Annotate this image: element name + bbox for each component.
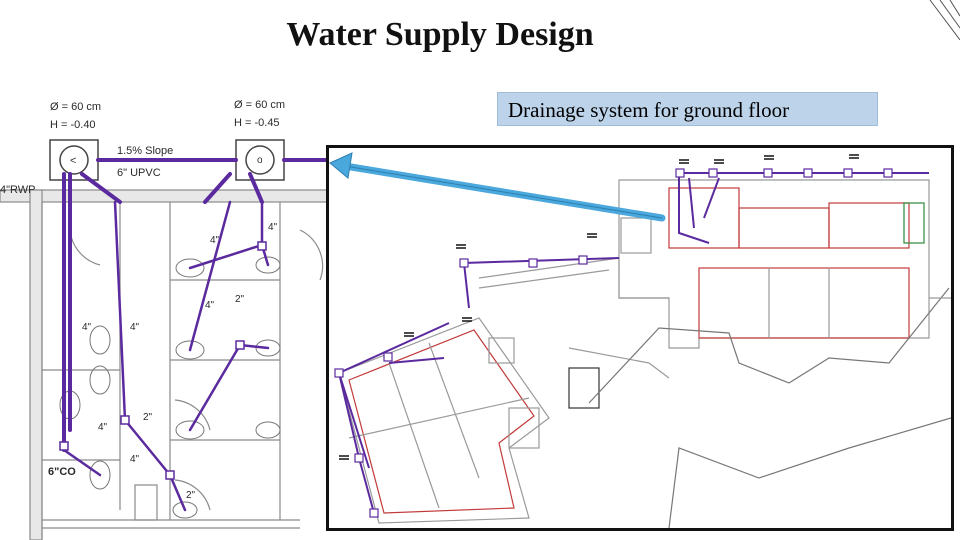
manhole-left-height: H = -0.40 bbox=[50, 119, 96, 131]
detail-walls bbox=[0, 189, 330, 540]
pipe-label: 4" bbox=[268, 222, 278, 233]
floor-manholes bbox=[334, 168, 893, 518]
cleanout-boxes bbox=[59, 241, 267, 480]
toilet-fixtures bbox=[59, 256, 281, 519]
pipe-label: 4" bbox=[210, 235, 220, 246]
manhole-left-diameter: Ø = 60 cm bbox=[50, 101, 101, 113]
pipe-label: 2" bbox=[235, 294, 245, 305]
manhole-right-diameter: Ø = 60 cm bbox=[234, 99, 285, 111]
floor-walls bbox=[338, 179, 951, 528]
branch-pipes bbox=[62, 200, 270, 512]
corner-decoration bbox=[929, 0, 960, 41]
detail-plan: < o bbox=[0, 90, 330, 540]
level-markers bbox=[339, 154, 859, 460]
pipe-label: 4" bbox=[82, 322, 92, 333]
pipe-label: 4" bbox=[98, 422, 108, 433]
callout-label: Drainage system for ground floor bbox=[497, 92, 878, 126]
ground-floor-drawing bbox=[334, 154, 951, 528]
pipe-label: 4" bbox=[205, 300, 215, 311]
svg-text:o: o bbox=[257, 155, 263, 166]
manhole-left: < bbox=[49, 139, 99, 181]
ground-floor-plan bbox=[326, 145, 954, 531]
main-pipe-label: 6" UPVC bbox=[117, 167, 161, 179]
pipe-label: 2" bbox=[143, 412, 153, 423]
detail-plan-drawing: < o bbox=[0, 99, 330, 540]
pipe-label: 4" bbox=[130, 322, 140, 333]
manhole-right-height: H = -0.45 bbox=[234, 117, 280, 129]
pipe-label: 2" bbox=[186, 490, 196, 501]
pipe-label: 4" bbox=[130, 454, 140, 465]
cleanout-label: 6"CO bbox=[48, 466, 76, 478]
slope-label: 1.5% Slope bbox=[117, 145, 173, 157]
drain-pipes bbox=[62, 158, 330, 452]
rwp-label: 4"RWP bbox=[0, 184, 36, 196]
svg-text:<: < bbox=[70, 155, 76, 167]
slide-title: Water Supply Design bbox=[286, 16, 594, 53]
